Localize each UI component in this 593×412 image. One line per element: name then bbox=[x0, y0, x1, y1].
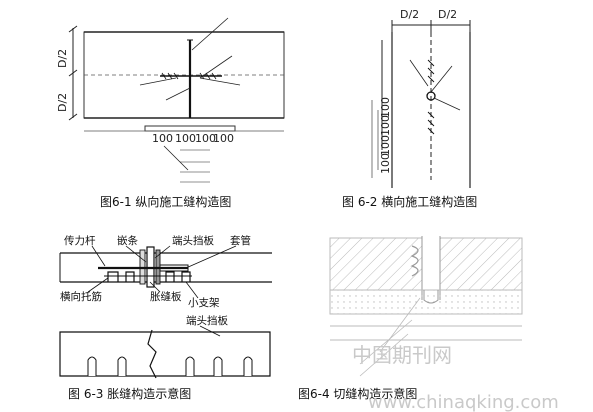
fig1-dim-tick-2: 100 bbox=[175, 132, 196, 145]
fig3-label-end-plate-bottom: 端头挡板 bbox=[186, 314, 228, 327]
fig3-label-support: 横向托筋 bbox=[60, 290, 102, 303]
fig1-caption: 图6-1 纵向施工缝构造图 bbox=[100, 194, 231, 209]
fig3-label-bracket: 小支架 bbox=[188, 297, 220, 309]
fig1-dim-tick-1: 100 bbox=[152, 132, 173, 145]
fig3-label-sealer: 嵌条 bbox=[117, 234, 138, 247]
figure-6-4: 中国期刊网 图6-4 切缝构造示意图 www.chinaqking.com bbox=[298, 236, 559, 412]
fig2-dim-left: D/2 bbox=[400, 8, 419, 21]
fig1-dim-tick-3: 100 bbox=[195, 132, 216, 145]
fig3-label-dowel: 传力杆 bbox=[64, 234, 96, 247]
fig2-dim-tick-3: 100 bbox=[379, 135, 392, 156]
fig2-dim-tick-4: 100 bbox=[379, 153, 392, 174]
fig3-caption: 图 6-3 胀缝构造示意图 bbox=[68, 386, 191, 401]
fig1-dim-top: D/2 bbox=[56, 49, 69, 68]
watermark-cn: 中国期刊网 bbox=[352, 343, 452, 367]
fig4-caption: 图6-4 切缝构造示意图 bbox=[298, 386, 417, 401]
fig1-dim-tick-4: 100 bbox=[213, 132, 234, 145]
fig1-dim-bottom: D/2 bbox=[56, 93, 69, 112]
fig3-label-filler: 胀缝板 bbox=[150, 290, 182, 303]
watermark-url: www.chinaqking.com bbox=[368, 392, 559, 412]
fig3-label-end-plate-top: 端头挡板 bbox=[172, 234, 214, 247]
figure-6-3: 传力杆 嵌条 端头挡板 套管 横向托筋 胀缝板 小支架 端头挡板 图 6-3 胀… bbox=[59, 234, 272, 401]
fig2-dim-right: D/2 bbox=[438, 8, 457, 21]
fig2-caption: 图 6-2 横向施工缝构造图 bbox=[342, 194, 477, 209]
fig3-label-sleeve: 套管 bbox=[230, 234, 251, 247]
figure-6-1: D/2 D/2 100 100 100 100 图6-1 纵向施工缝构造图 bbox=[56, 17, 285, 209]
fig2-dim-tick-2: 100 bbox=[379, 115, 392, 136]
figure-6-2: D/2 D/2 100 100 100 100 图 6-2 横向施工缝构造图 bbox=[342, 8, 477, 209]
fig2-dim-tick-1: 100 bbox=[379, 97, 392, 118]
